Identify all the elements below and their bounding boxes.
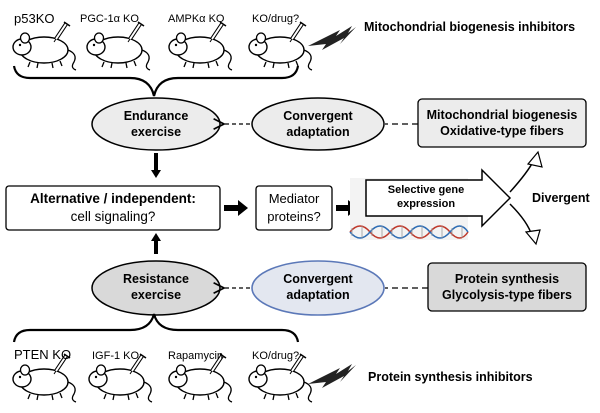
right-arrow-1 (238, 200, 248, 216)
top-label-3: AMPKα KO (168, 13, 225, 25)
alternative-text: Alternative / independent:cell signaling… (30, 191, 196, 224)
bottom-label-1: PTEN KO (14, 347, 72, 362)
divergent-label: Divergent (532, 191, 590, 205)
mouse-icon (85, 20, 152, 72)
mouse-icon (11, 20, 78, 72)
bottom-label-3: Rapamycin (168, 350, 224, 362)
convergent-bottom-ellipse (251, 260, 385, 316)
gene-expression-arrow (365, 168, 512, 228)
convergent-top-ellipse (251, 97, 385, 151)
bottom-label-4: KO/drug? (252, 350, 300, 362)
mouse-icon (247, 20, 314, 72)
down-arrow (151, 170, 161, 178)
top-label-4: KO/drug? (252, 13, 300, 25)
bottom-bracket (12, 313, 300, 343)
protein-box (427, 262, 587, 312)
mouse-icon (167, 20, 234, 72)
top-inhibitor-label: Mitochondrial biogenesis inhibitors (364, 20, 576, 34)
inhibitor-bolt-icon (308, 364, 356, 388)
alternative-box (5, 185, 221, 231)
inhibitor-bolt-icon (308, 26, 356, 50)
top-label-2: PGC-1α KO (80, 13, 139, 25)
mito-box (417, 98, 587, 148)
top-bracket (12, 65, 300, 97)
mediator-box (255, 185, 333, 231)
up-arrow (151, 233, 161, 241)
bottom-label-2: IGF-1 KO (92, 350, 140, 362)
bottom-inhibitor-label: Protein synthesis inhibitors (368, 370, 533, 384)
top-label-1: p53KO (14, 11, 55, 26)
